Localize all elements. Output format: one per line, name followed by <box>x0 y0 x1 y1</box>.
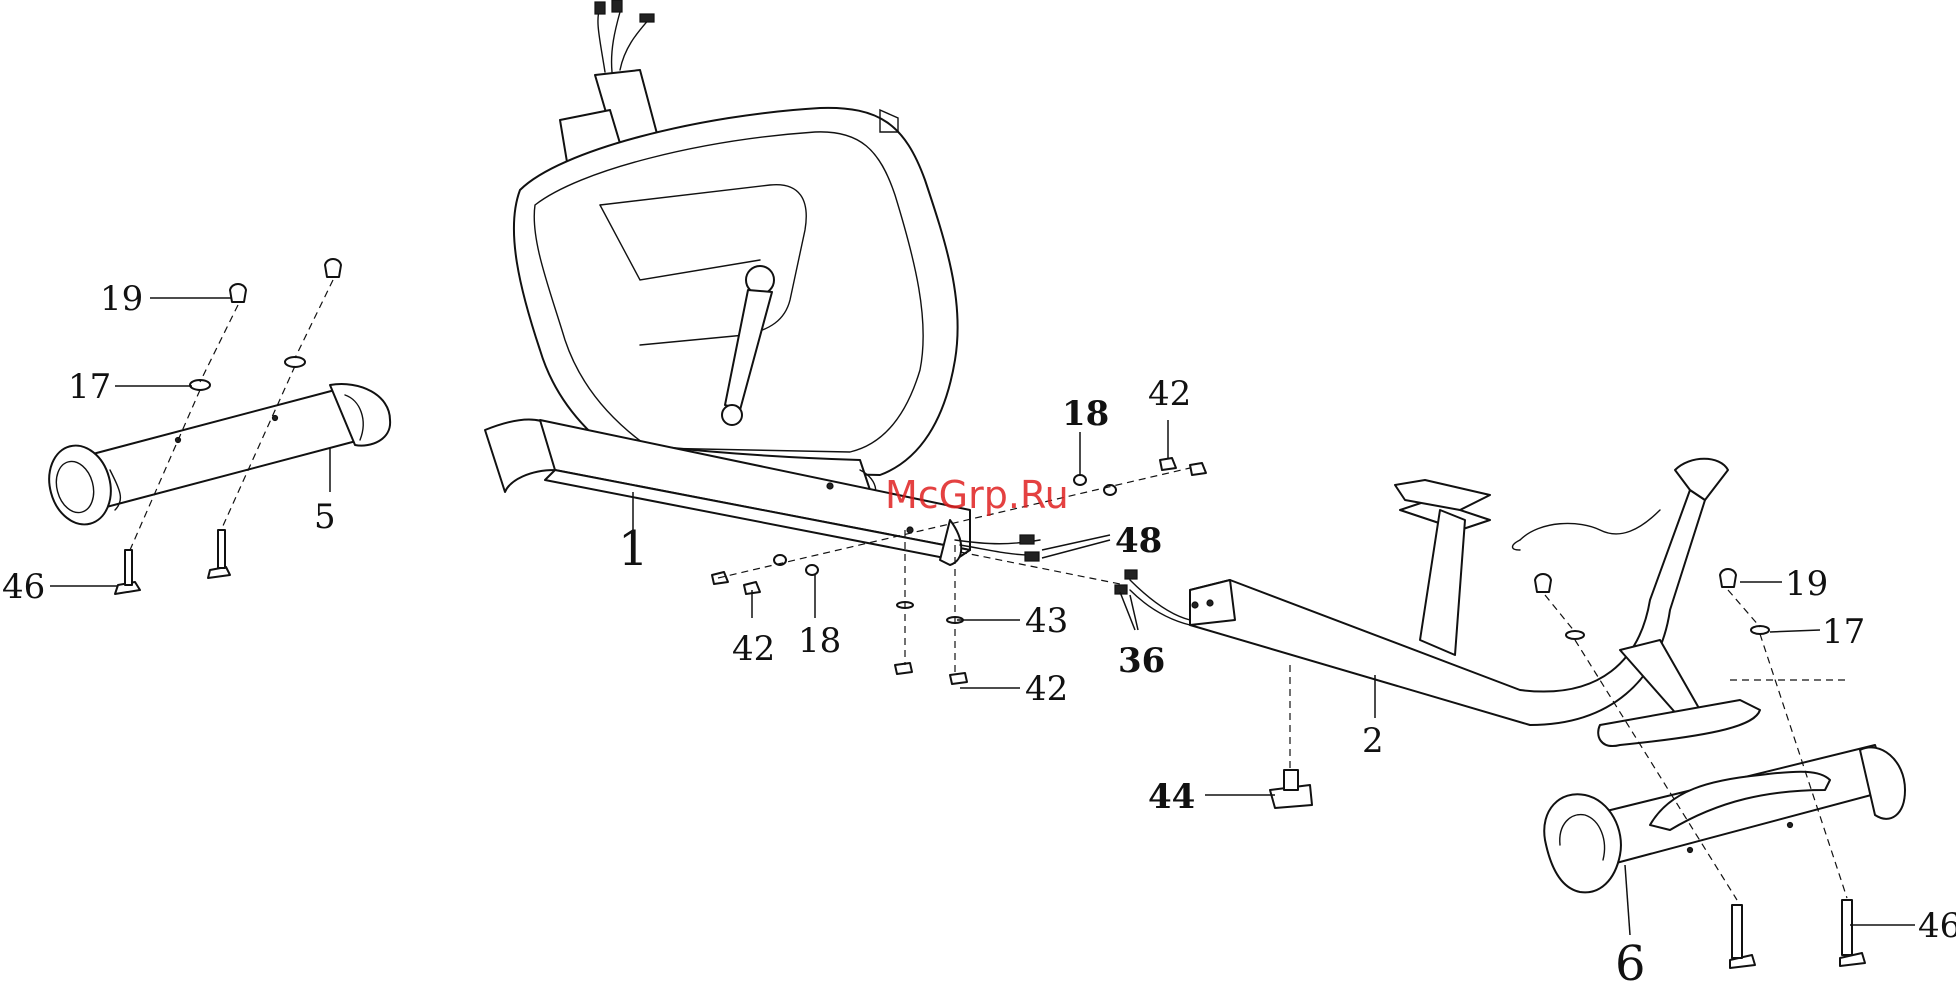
callout-18-bottom: 18 <box>798 621 841 661</box>
callout-36: 36 <box>1118 641 1165 681</box>
callout-1: 1 <box>618 521 649 577</box>
callout-42-left: 42 <box>732 629 775 669</box>
callout-17-left: 17 <box>68 367 111 407</box>
callout-46-left: 46 <box>2 567 45 607</box>
callout-2: 2 <box>1362 721 1384 761</box>
callout-44: 44 <box>1148 777 1195 817</box>
rear-frame <box>1190 459 1760 746</box>
callout-19-right: 19 <box>1785 564 1828 604</box>
callout-48: 48 <box>1115 521 1162 561</box>
callout-46-right: 46 <box>1918 906 1956 946</box>
callout-5: 5 <box>314 497 336 537</box>
callout-42-top: 42 <box>1148 374 1191 414</box>
callout-19-left: 19 <box>100 279 143 319</box>
callout-17-right: 17 <box>1822 612 1865 652</box>
callout-42-bottom: 42 <box>1025 669 1068 709</box>
rear-stabilizer <box>1544 745 1905 892</box>
callout-18-top: 18 <box>1062 394 1109 434</box>
watermark-text: McGrp.Ru <box>885 473 1069 517</box>
callout-43: 43 <box>1025 601 1068 641</box>
callout-6: 6 <box>1615 936 1646 982</box>
